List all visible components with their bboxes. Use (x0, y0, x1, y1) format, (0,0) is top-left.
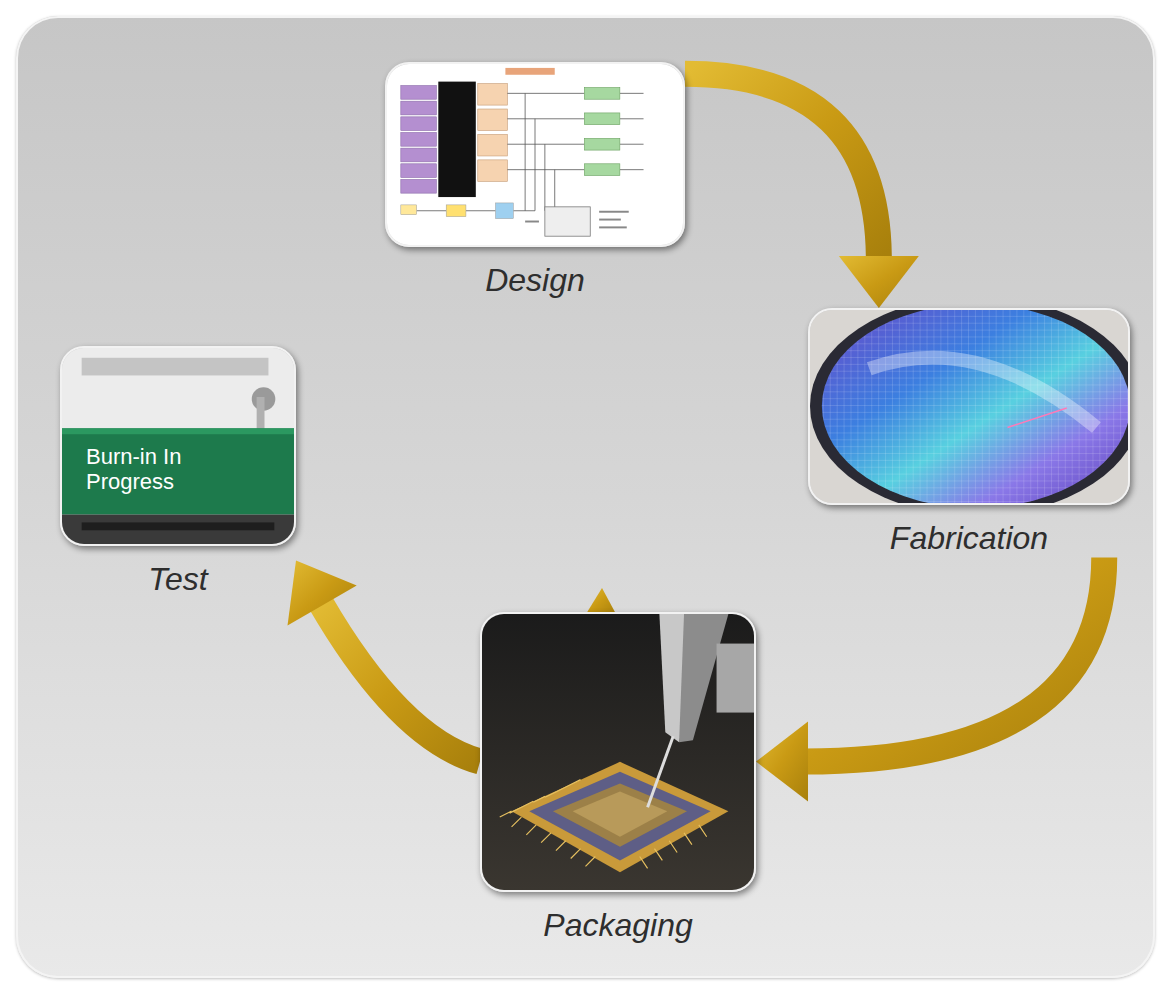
arrow-head (839, 256, 919, 308)
sign-text: Burn-in In Progress (86, 444, 236, 495)
photo-tile: Burn-in In Progress (60, 346, 296, 546)
arrow-head (756, 722, 808, 802)
process-step: Design (385, 62, 685, 299)
photo-tile (808, 308, 1130, 505)
process-step: Fabrication (808, 308, 1130, 557)
arrow-shaft (685, 74, 879, 260)
chip-package-picture (482, 614, 754, 890)
flow-arrow (756, 557, 1104, 801)
wafer-picture (810, 310, 1128, 503)
photo-tile (385, 62, 685, 247)
arrow-head (288, 561, 357, 626)
step-caption: Test (60, 560, 296, 598)
step-caption: Design (385, 261, 685, 299)
block-diagram-picture (387, 64, 683, 245)
flow-arrow (685, 74, 919, 308)
arrow-shaft (320, 602, 480, 762)
arrow-stub (586, 588, 616, 614)
step-caption: Packaging (480, 906, 756, 944)
process-step: Burn-in In ProgressTest (60, 346, 296, 598)
photo-tile (480, 612, 756, 892)
process-step: Packaging (480, 612, 756, 944)
flow-arrow (288, 561, 480, 762)
step-caption: Fabrication (808, 519, 1130, 557)
arrow-shaft (804, 557, 1104, 761)
